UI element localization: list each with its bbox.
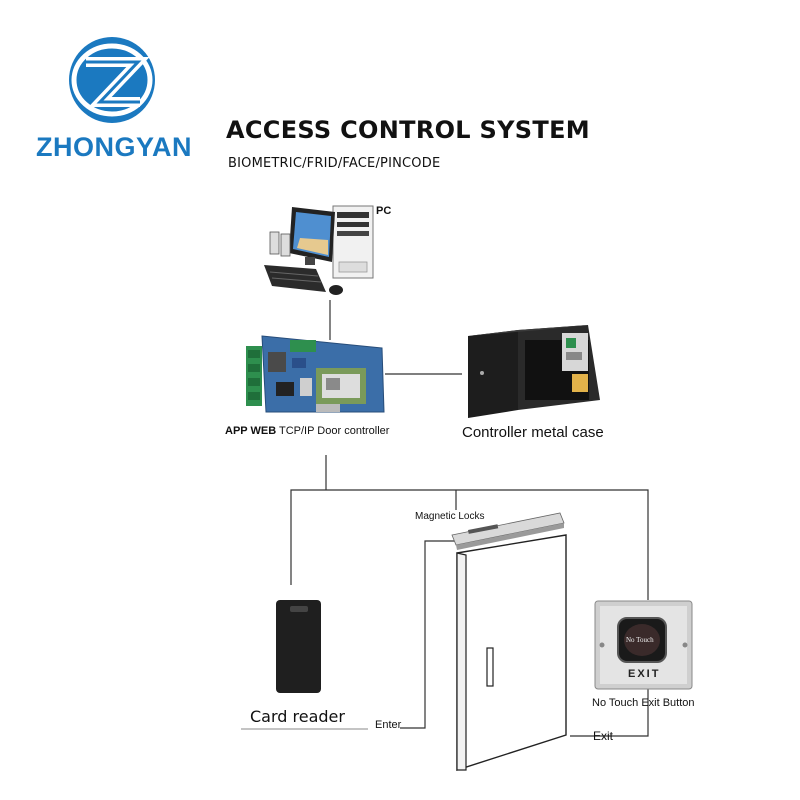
pc-label: PC [376,205,392,217]
door-icon [456,534,567,771]
pc-icon [264,205,374,295]
logo-text: ZHONGYAN [36,132,193,162]
exit-button-label: No Touch Exit Button [592,697,695,709]
exit-button-plate-text: EXIT [628,668,661,680]
controller-label-bold: APP WEB [225,425,277,437]
connection-lines [290,300,649,737]
exit-button-face-text: No Touch [626,636,654,644]
controller-label: APP WEB TCP/IP Door controller [225,425,389,437]
card-reader-icon [241,600,368,730]
enter-label: Enter [375,719,402,731]
magnetic-lock-icon [451,512,565,550]
metal-case-icon [468,325,600,418]
page-title: ACCESS CONTROL SYSTEM [226,116,590,144]
door-controller-board-icon [246,335,385,413]
zhongyan-logo-icon [69,37,155,123]
card-reader-label: Card reader [250,707,345,726]
magnetic-lock-label: Magnetic Locks [415,511,485,522]
exit-label: Exit [593,729,614,743]
page-subtitle: BIOMETRIC/FRID/FACE/PINCODE [228,156,441,171]
exit-button-icon [594,600,693,690]
controller-label-rest: TCP/IP Door controller [276,425,390,437]
metal-case-label: Controller metal case [462,424,604,441]
